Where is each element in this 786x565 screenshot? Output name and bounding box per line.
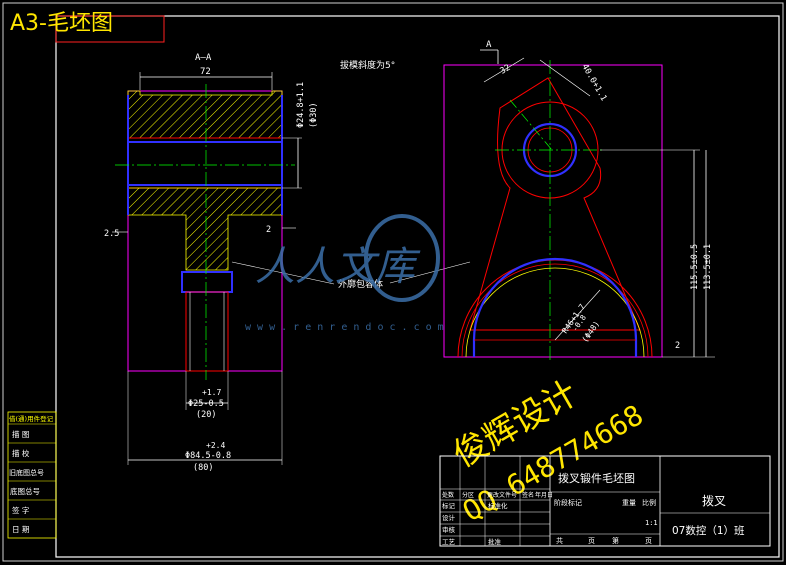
- upper-hub-section: [127, 90, 283, 139]
- fork-inner-arc: [472, 257, 638, 357]
- watermark-url: w w w . r e n r e n d o c . c o m: [245, 322, 444, 333]
- mid-label-1: 批准: [488, 537, 502, 546]
- dim-front-width: 40.0+1.1: [579, 63, 608, 103]
- arm-outline: [469, 77, 641, 331]
- col-label-4: 年月日: [535, 491, 553, 499]
- watermark: 人人文库 w w w . r e n r e n d o c . c o m: [245, 214, 444, 333]
- weight-label: 重量: [622, 499, 636, 507]
- drawing-frame: [55, 15, 780, 558]
- row-label-3: 工艺: [442, 538, 456, 546]
- dim-big-dia-tol: +2.4: [206, 441, 225, 450]
- sheet-title: A3-毛坯图: [10, 11, 113, 36]
- dim-right-offset: 2: [266, 225, 271, 235]
- dim-top-width: 72: [200, 67, 211, 77]
- scale-value: 1:1: [645, 519, 658, 527]
- title-block: 拨叉锻件毛坯图 拨叉 07数控（1）班 标记 设计 审核 工艺 处数 分区 更改…: [439, 455, 771, 547]
- dim-front-bottom: 2: [675, 341, 680, 351]
- drawing-name: 拨叉锻件毛坯图: [558, 471, 635, 485]
- dim-big-dia-sub: (80): [193, 463, 213, 473]
- side-row-2: 旧底图总号: [9, 468, 44, 477]
- side-row-1: 描 校: [12, 448, 30, 458]
- sheet-unit: 页: [588, 537, 595, 545]
- sheet-unit2: 页: [645, 537, 652, 545]
- side-row-0: 描 图: [12, 429, 29, 439]
- side-table: 借(通)用件登记 描 图 描 校 旧底图总号 底图总号 签 字 日 期: [7, 411, 57, 539]
- row-label-2: 审核: [442, 525, 456, 534]
- dim-left-offset: 2.5: [104, 229, 119, 239]
- dim-front-top: 32: [499, 63, 513, 77]
- dim-bore: Φ24.8+1.1: [296, 82, 306, 128]
- side-row-4: 签 字: [12, 505, 29, 515]
- sheet-total: 共: [556, 536, 563, 545]
- part-name: 拨叉: [702, 494, 726, 508]
- col-label-0: 处数: [442, 491, 454, 499]
- front-section-mark: A: [486, 40, 492, 50]
- note-draft-angle: 拔模斜度为5°: [340, 59, 395, 71]
- side-row-3: 底图总号: [10, 486, 40, 496]
- front-view: A 32 40.0+1.1 R46+1.7 -0.8 (Φ48) 115.5±0…: [443, 40, 715, 362]
- bore-band: [127, 137, 283, 189]
- front-envelope: [443, 64, 663, 358]
- side-table-header: 借(通)用件登记: [9, 414, 54, 423]
- section-view: A—A 72 Φ24.8+1.1 (Φ30) 2: [104, 53, 319, 473]
- section-label: A—A: [195, 53, 212, 63]
- sheet-current: 第: [612, 536, 619, 545]
- fork-outer-arc: [457, 259, 653, 358]
- dim-small-dia-sub: (20): [196, 410, 216, 420]
- dim-bore-sub: (Φ30): [309, 102, 319, 128]
- col-label-2: 更改文件号: [487, 491, 517, 499]
- side-row-5: 日 期: [12, 525, 29, 534]
- shaft-outline: [185, 291, 229, 372]
- row-label-1: 设计: [442, 513, 456, 522]
- watermark-brand: 人人文库: [255, 244, 421, 290]
- dim-small-dia-tol: +1.7: [202, 388, 221, 397]
- mid-label-0: 标准化: [488, 501, 508, 510]
- dim-small-dia: Φ25-0.5: [188, 399, 224, 409]
- col-label-3: 签名: [522, 491, 534, 499]
- dim-big-dia: Φ84.5-0.8: [185, 451, 231, 461]
- stage-label: 阶段标记: [554, 498, 582, 507]
- class-name: 07数控（1）班: [672, 524, 745, 537]
- col-label-1: 分区: [462, 491, 474, 499]
- row-label-0: 标记: [442, 501, 456, 510]
- dim-front-height1: 115.5±0.5: [690, 244, 700, 290]
- scale-label: 比例: [642, 498, 656, 507]
- dim-front-height2: 113.5±0.1: [703, 244, 713, 290]
- title-box: [55, 15, 165, 43]
